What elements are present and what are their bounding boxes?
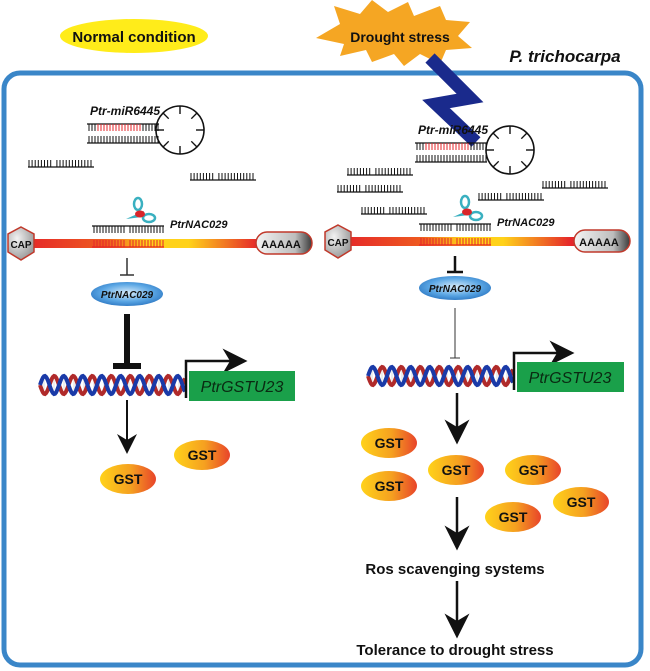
polya-label: AAAAA — [579, 237, 619, 249]
target-gene-label: PtrNAC029 — [497, 217, 555, 229]
ros-scavenging-label: Ros scavenging systems — [365, 561, 544, 578]
ptrnac029-protein: PtrNAC029 — [91, 282, 163, 306]
species-label: P. trichocarpa — [509, 47, 620, 66]
mirna-mrna-duplex — [419, 223, 491, 246]
free-mirna — [542, 181, 608, 189]
gst-label: GST — [499, 509, 528, 525]
mirna-mrna-duplex — [92, 225, 164, 248]
dna-helix — [38, 373, 187, 397]
gst-protein: GST — [361, 428, 417, 458]
cell-frame — [1, 70, 644, 668]
gst-protein: GST — [553, 487, 609, 517]
scissors-icon — [126, 196, 157, 224]
polya-tail — [573, 229, 631, 253]
scissors-icon — [453, 194, 484, 222]
protein-label: PtrNAC029 — [101, 290, 154, 301]
gene-label: PtrGSTU23 — [529, 370, 612, 387]
gst-protein: GST — [100, 464, 156, 494]
transcription-start-arrow — [184, 348, 248, 398]
risc-spokes — [486, 126, 534, 174]
mirna-risc-complex: Ptr-miR6445 — [87, 104, 205, 155]
gst-label: GST — [567, 494, 596, 510]
target-gene-label: PtrNAC029 — [170, 219, 228, 231]
left-panel: Ptr-miR6445 CAP AAAAA PtrNAC029 PtrNAC02… — [7, 104, 313, 494]
gene-box: PtrGSTU23 — [517, 362, 624, 392]
cap-label: CAP — [10, 240, 31, 251]
free-mirna — [190, 173, 256, 181]
normal-condition-badge: Normal condition — [60, 19, 208, 53]
transcription-start-arrow — [512, 340, 575, 390]
mirna-risc-complex: Ptr-miR6445 — [415, 123, 535, 175]
gene-box: PtrGSTU23 — [189, 371, 295, 401]
gst-protein: GST — [174, 440, 230, 470]
polya-label: AAAAA — [261, 239, 301, 251]
mirna-label: Ptr-miR6445 — [418, 123, 488, 137]
mrna-strand: CAP AAAAA PtrNAC029 — [324, 194, 631, 259]
free-mirna — [28, 160, 94, 168]
right-panel: Ptr-miR6445 CAP AAAAA PtrNAC029 PtrNAC02… — [324, 123, 631, 659]
gst-protein: GST — [428, 455, 484, 485]
mirna-duplex — [415, 142, 487, 163]
signal-bolt-icon — [422, 53, 484, 147]
gst-label: GST — [375, 435, 404, 451]
normal-condition-label: Normal condition — [72, 29, 195, 46]
ptrnac029-protein: PtrNAC029 — [419, 276, 491, 300]
polya-tail — [255, 231, 313, 255]
tolerance-label: Tolerance to drought stress — [356, 642, 553, 659]
free-mirna — [478, 193, 544, 201]
free-mirna — [361, 207, 427, 215]
protein-label: PtrNAC029 — [429, 284, 482, 295]
gst-label: GST — [114, 471, 143, 487]
gst-label: GST — [375, 478, 404, 494]
gst-label: GST — [519, 462, 548, 478]
gst-label: GST — [442, 462, 471, 478]
free-mirna — [347, 168, 413, 176]
mirna-label: Ptr-miR6445 — [90, 104, 160, 118]
gene-label: PtrGSTU23 — [201, 379, 284, 396]
cap-icon — [324, 224, 352, 259]
risc-spokes — [156, 106, 204, 154]
gst-protein: GST — [505, 455, 561, 485]
gst-protein: GST — [361, 471, 417, 501]
drought-stress-label: Drought stress — [350, 29, 450, 45]
cap-label: CAP — [327, 238, 348, 249]
dna-helix — [366, 364, 515, 388]
drought-stress-burst: Drought stress — [316, 0, 472, 66]
mrna-strand: CAP AAAAA PtrNAC029 — [7, 196, 313, 261]
cap-icon — [7, 226, 35, 261]
mirna-duplex — [87, 123, 159, 144]
gst-protein: GST — [485, 502, 541, 532]
free-mirna — [337, 185, 403, 193]
gst-label: GST — [188, 447, 217, 463]
